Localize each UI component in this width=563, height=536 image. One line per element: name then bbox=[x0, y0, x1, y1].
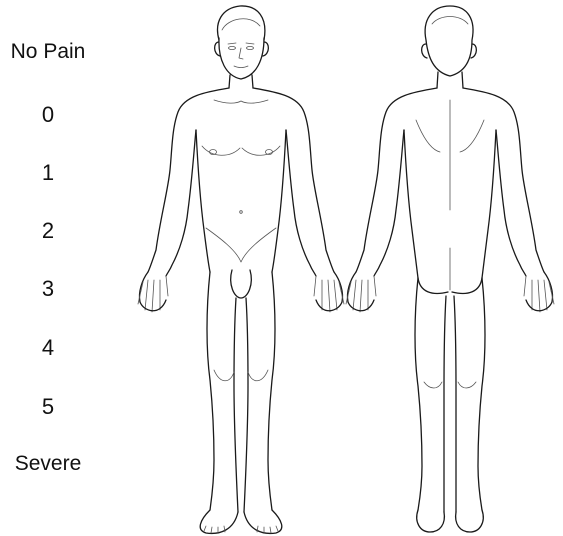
front-body-figure[interactable] bbox=[138, 6, 344, 533]
back-body-figure[interactable] bbox=[346, 6, 554, 532]
